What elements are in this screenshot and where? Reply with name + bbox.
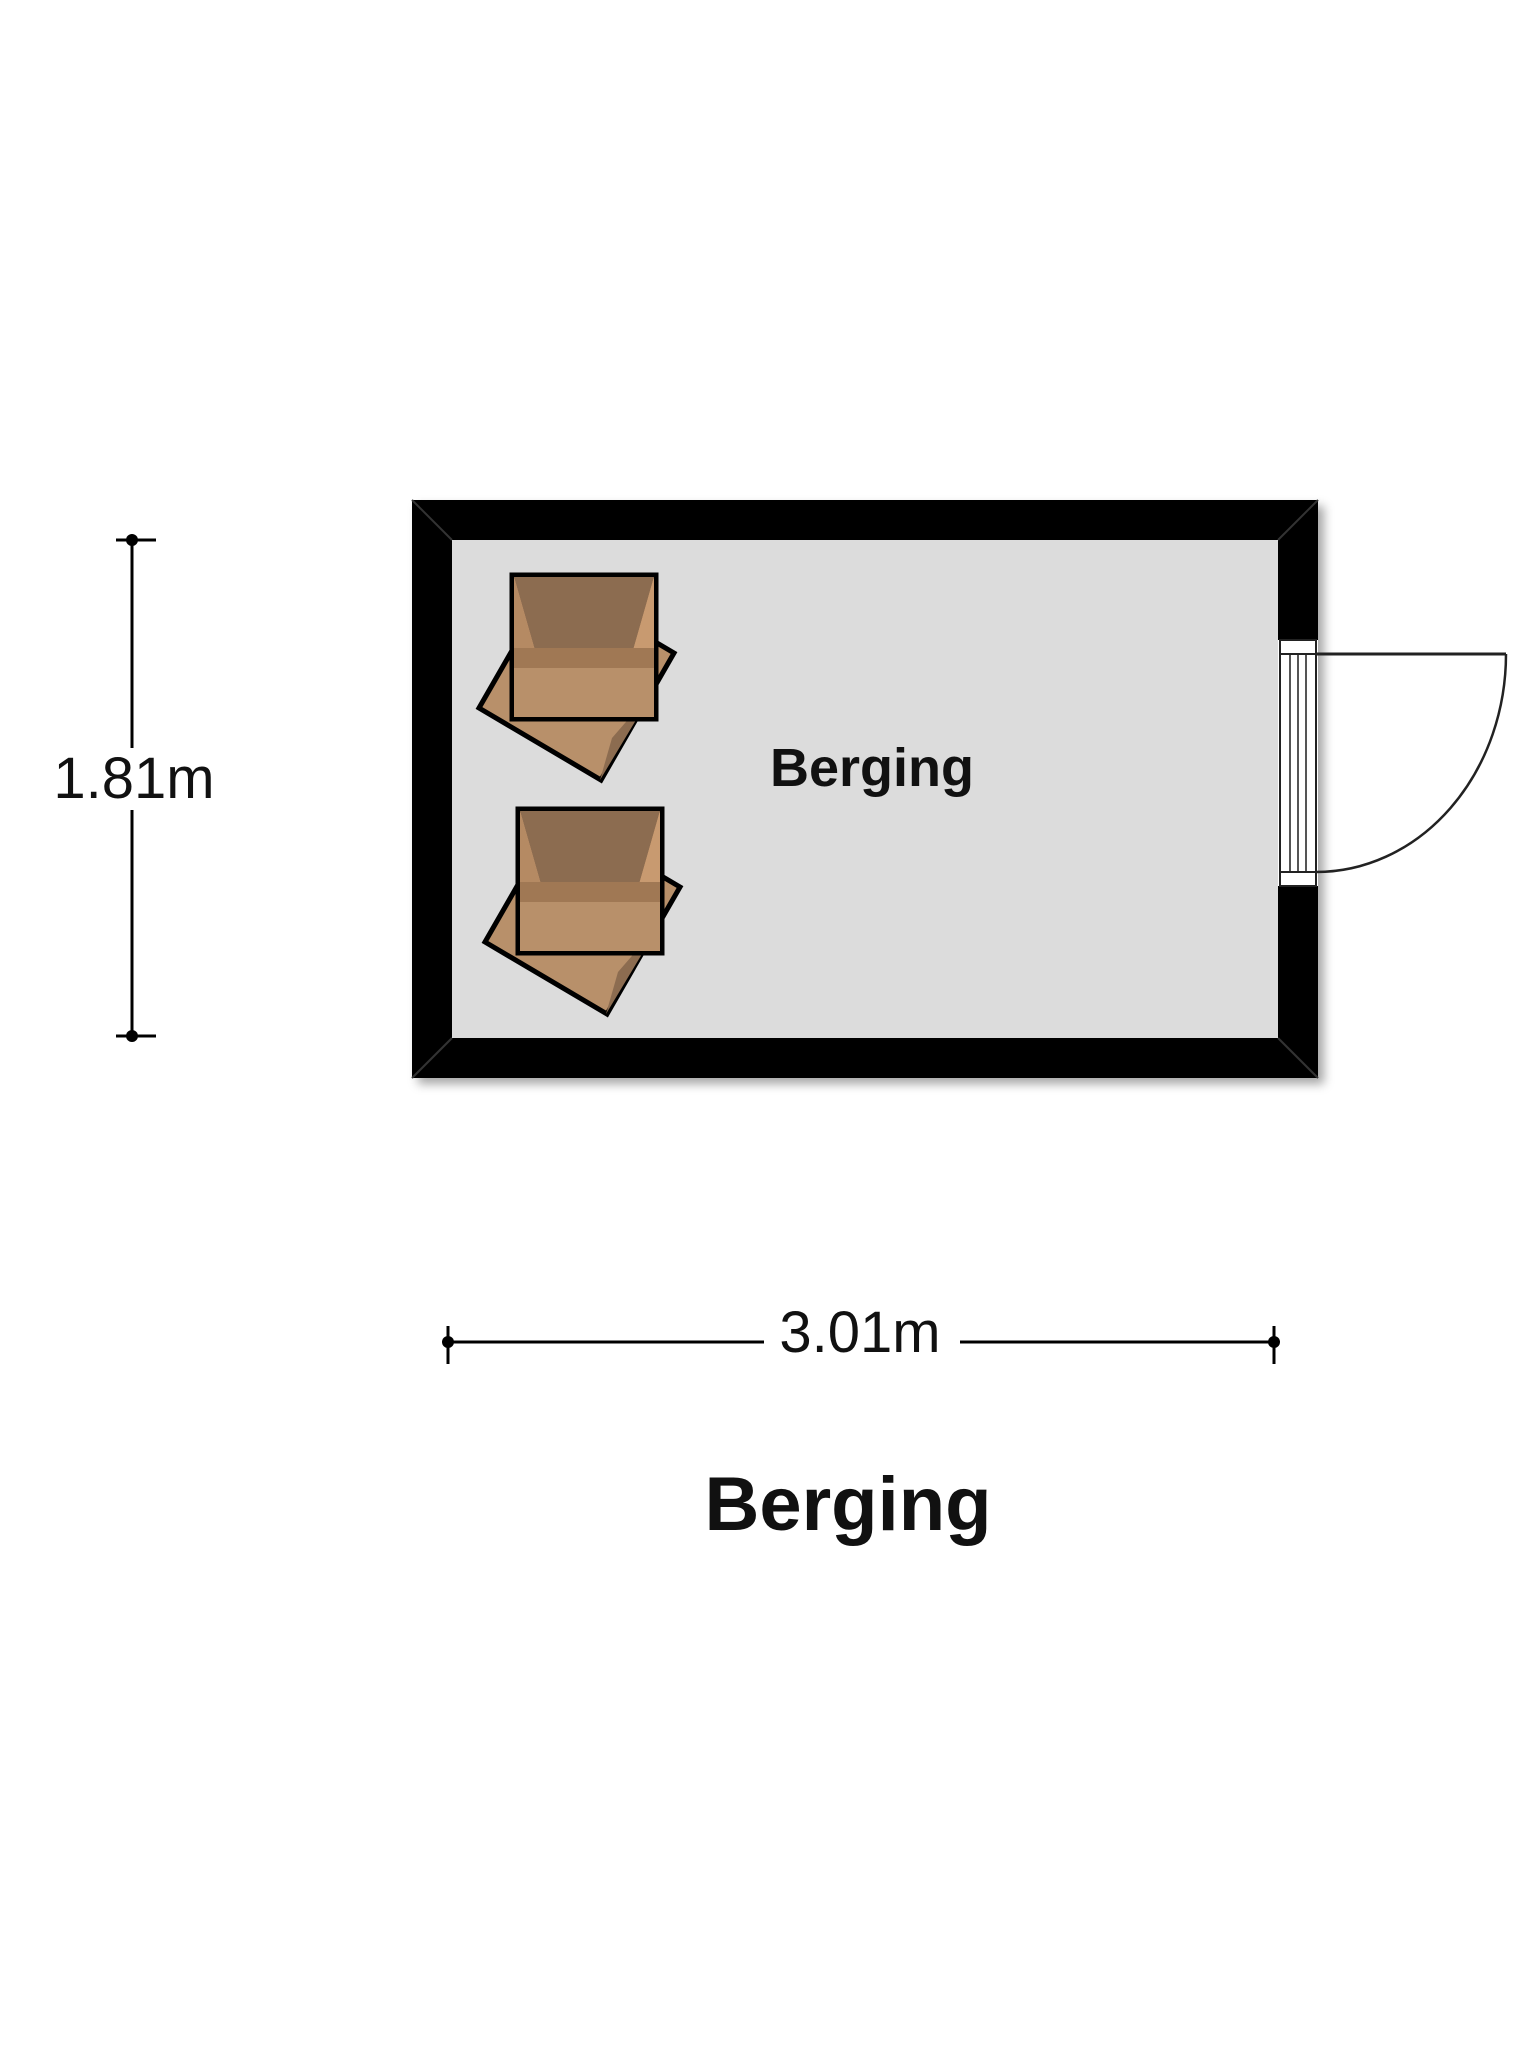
plan-title: Berging	[704, 1462, 991, 1547]
height-dimension: 1.81m	[40, 534, 230, 1042]
cardboard-box-icon	[475, 572, 678, 784]
height-dimension-label: 1.81m	[53, 746, 214, 811]
door-icon	[1278, 639, 1508, 887]
box-flap-top	[520, 811, 660, 888]
width-dimension: 3.01m	[442, 1300, 1280, 1365]
box-seam	[514, 648, 654, 668]
box-bottom	[520, 902, 660, 951]
box-bottom	[514, 668, 654, 717]
wall-bevel	[1277, 1037, 1319, 1079]
dimension-dot	[126, 534, 138, 546]
box-seam	[520, 882, 660, 902]
wall-bevel	[1277, 499, 1319, 541]
dimension-dot	[1268, 1336, 1280, 1348]
wall-bevel	[411, 499, 453, 541]
wall-bevel	[411, 1037, 453, 1079]
door-swing-arc	[1315, 653, 1508, 874]
cardboard-box-icon	[481, 806, 684, 1018]
dimension-dot	[126, 1030, 138, 1042]
box-flap-top	[514, 577, 654, 654]
dimension-label-bg	[40, 748, 230, 810]
dimension-label-bg	[764, 1300, 960, 1362]
room-label: Berging	[770, 738, 974, 798]
dimension-dot	[442, 1336, 454, 1348]
width-dimension-label: 3.01m	[779, 1300, 940, 1365]
